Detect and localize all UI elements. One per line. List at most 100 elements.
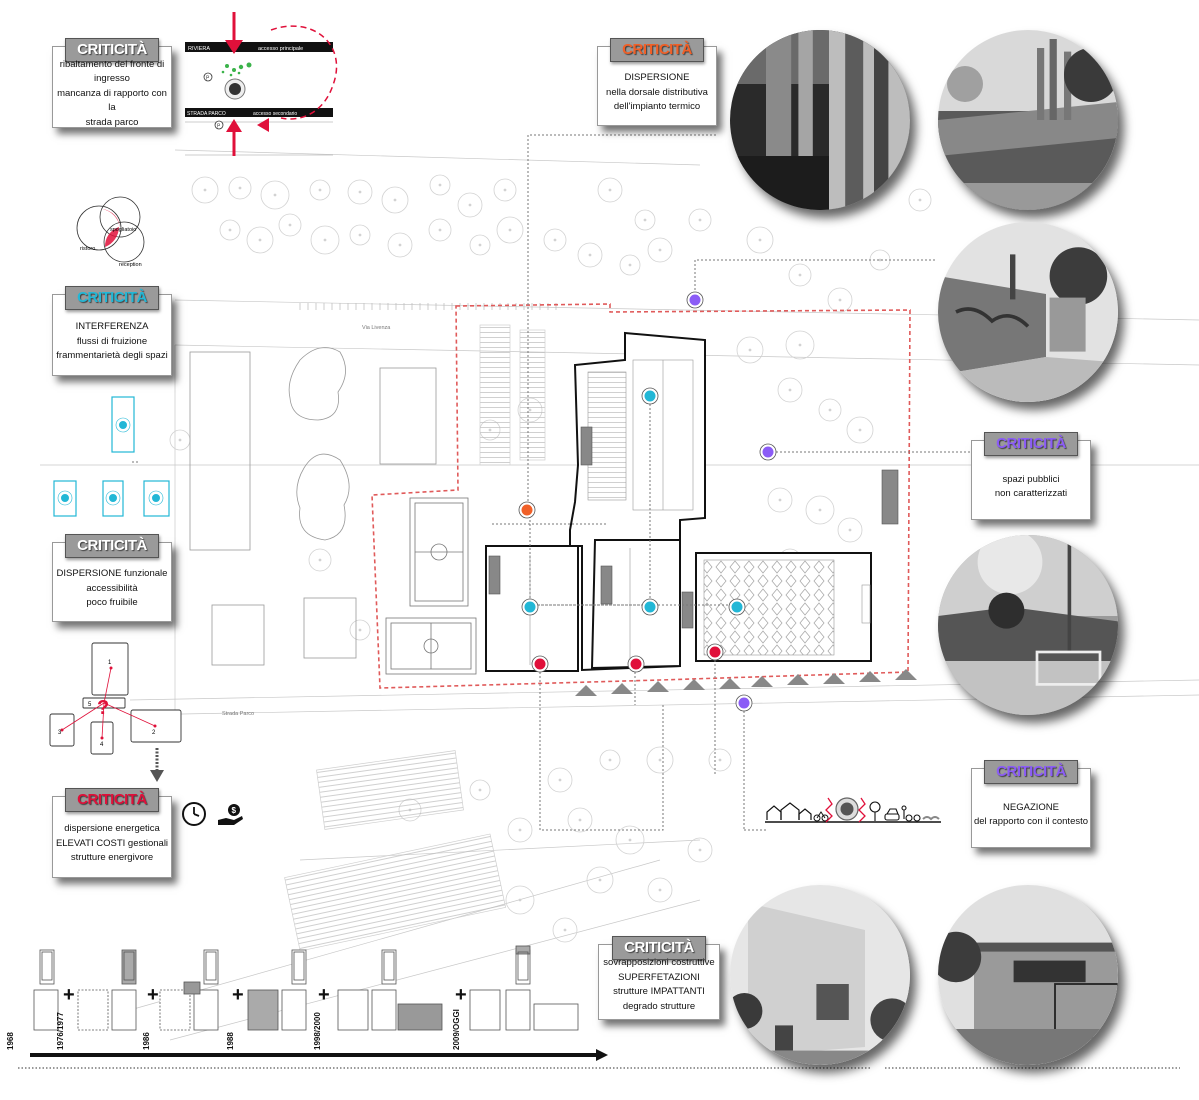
criticality-marker: [738, 697, 750, 709]
tree-center: [608, 758, 612, 762]
tree-center: [468, 203, 472, 207]
tree-center: [758, 238, 762, 242]
timeline-block-inner: [293, 951, 305, 981]
tree-center: [788, 388, 792, 392]
tree: [785, 330, 815, 360]
tree: [310, 225, 340, 255]
timeline-building-block: [111, 989, 137, 1031]
left-buildings: [189, 347, 437, 666]
tree: [469, 234, 491, 256]
tree: [805, 495, 835, 525]
timeline-building-block: [77, 989, 109, 1031]
tree: [586, 866, 614, 894]
tree-center: [438, 183, 442, 187]
tree: [687, 837, 713, 863]
timeline-building-block: [337, 989, 369, 1031]
tree-center: [258, 238, 262, 242]
tree: [619, 254, 641, 276]
question-diagram: ? 1 2 3 4 5: [49, 642, 182, 782]
label-strada-parco: STRADA PARCO: [187, 111, 226, 117]
tree-center: [358, 628, 362, 632]
context-icons: [765, 797, 941, 823]
photo-alley: [938, 222, 1118, 402]
tree: [647, 877, 673, 903]
q-num-4: 4: [100, 742, 104, 748]
photo-degraded-building: [938, 885, 1118, 1065]
q-num-3: 3: [58, 730, 62, 736]
tree: [349, 224, 371, 246]
label-accesso-secondario: accesso secondario: [253, 111, 297, 117]
photo-pipes: [730, 30, 910, 210]
construction-timeline: [30, 945, 608, 1061]
tree: [788, 263, 812, 287]
timeline-building-block: [203, 949, 219, 985]
photo-facade: [730, 885, 910, 1065]
tree: [469, 779, 491, 801]
tree-center: [798, 343, 802, 347]
tree: [191, 176, 219, 204]
tree-center: [858, 428, 862, 432]
tree: [736, 336, 764, 364]
tree: [577, 242, 603, 268]
tree-center: [658, 758, 662, 762]
base-plan-lines: [40, 149, 1199, 1041]
timeline-building-block: [515, 945, 531, 955]
tree: [278, 213, 302, 237]
card-title: CRITICITÀ: [65, 38, 159, 62]
access-triangle: [751, 676, 773, 687]
venn-label-spogliatoio: spogliatoio: [110, 227, 136, 233]
tree-center: [178, 438, 182, 442]
timeline-plus: +: [455, 984, 467, 1006]
criticality-marker: [521, 504, 533, 516]
tree-center: [518, 898, 522, 902]
street-label-bottom: Strada Parco: [222, 711, 254, 717]
timeline-plus: +: [147, 984, 159, 1006]
sport-fields: [385, 497, 477, 675]
tree-center: [228, 228, 232, 232]
timeline-year: 1986: [142, 1032, 151, 1050]
tree-center: [698, 218, 702, 222]
tree-center: [748, 348, 752, 352]
parking-icon-bottom: P: [217, 124, 221, 130]
hedge-row: [299, 303, 557, 310]
tree: [846, 416, 874, 444]
criticality-marker: [689, 294, 701, 306]
timeline-building-block: [193, 989, 219, 1031]
tree: [552, 917, 578, 943]
access-triangle: [575, 685, 597, 696]
timeline-building-block: [159, 989, 191, 1031]
timeline-block-inner: [205, 951, 217, 981]
tree: [908, 188, 932, 212]
timeline-building-block: [33, 989, 59, 1031]
criticality-marker: [709, 646, 721, 658]
timeline-building-block: [371, 989, 397, 1031]
tree: [767, 487, 793, 513]
tree-center: [478, 243, 482, 247]
photo-graffiti-wall: [938, 30, 1118, 210]
tree-center: [838, 298, 842, 302]
tree: [746, 226, 774, 254]
svg-text:$: $: [232, 806, 237, 815]
tree-center: [508, 228, 512, 232]
access-triangles: [575, 669, 917, 696]
tree-center: [598, 878, 602, 882]
project-boundary: [371, 303, 911, 689]
access-triangle: [859, 671, 881, 682]
card-title: CRITICITÀ: [984, 760, 1078, 784]
timeline-building-block: [247, 989, 279, 1031]
tree: [308, 548, 332, 572]
tree-center: [778, 498, 782, 502]
tree-center: [203, 188, 207, 192]
tree: [228, 176, 252, 200]
timeline-plus: +: [318, 984, 330, 1006]
tree: [777, 377, 803, 403]
tree-center: [358, 233, 362, 237]
photo-pool-exterior: [938, 535, 1118, 715]
street-label-top: Via Livenza: [362, 325, 391, 331]
timeline-building-block: [397, 1003, 443, 1031]
access-triangle: [719, 678, 741, 689]
